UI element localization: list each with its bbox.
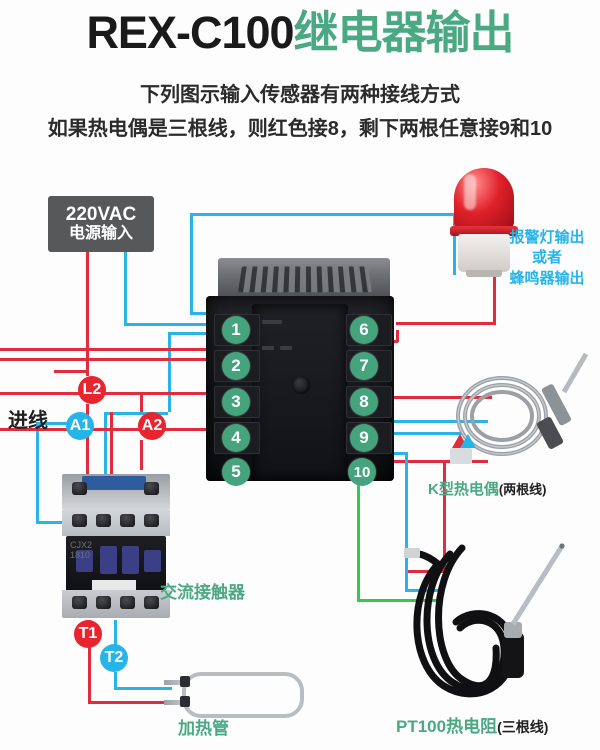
contactor-terminal-5l3[interactable] [120, 514, 135, 527]
contactor-screw-a1 [72, 482, 87, 495]
wire-cyan-beacon-top [190, 213, 456, 216]
heater-cap-bottom [180, 696, 190, 707]
controller-slot-a [262, 320, 282, 324]
node-L2: L2 [78, 376, 106, 404]
rex-c100-controller: 1 2 3 4 5 6 7 8 9 10 [200, 258, 400, 483]
wire-cyan-a1-up [168, 332, 171, 412]
controller-vents [238, 267, 372, 293]
pt100-probe [513, 546, 562, 624]
terminal-9[interactable]: 9 [350, 424, 378, 452]
beacon-highlight [464, 174, 476, 210]
contactor-blue-label [82, 476, 146, 490]
terminal-6[interactable]: 6 [350, 316, 378, 344]
wire-red-t1-down2 [88, 660, 91, 704]
subtitle-line-1: 下列图示输入传感器有两种接线方式 [0, 78, 600, 107]
heater-cap-top [180, 676, 190, 687]
k-thermocouple-label: K型热电偶(两根线) [428, 478, 547, 499]
wire-red-t1-heater [88, 701, 172, 704]
wire-green-t10-down [357, 478, 360, 602]
controller-slot-c [280, 346, 292, 350]
node-T2: T2 [100, 644, 128, 672]
contactor-model-line-1: CJX2 [70, 540, 92, 550]
heater-loop [182, 672, 304, 718]
k-type-thermocouple [446, 352, 594, 482]
terminal-1[interactable]: 1 [222, 316, 250, 344]
wire-cyan-vac-down [124, 252, 127, 326]
pt100-probe-tip [559, 543, 564, 548]
contactor-screw-a2 [144, 482, 159, 495]
contactor-label: 交流接触器 [160, 578, 245, 603]
terminal-4[interactable]: 4 [222, 424, 250, 452]
terminal-5[interactable]: 5 [222, 458, 250, 486]
wire-red-a2-down [140, 392, 143, 412]
heating-element [164, 672, 296, 714]
node-A1: A1 [66, 412, 94, 440]
pt100-name: PT100热电阻 [396, 717, 497, 736]
k-thermocouple-note: (两根线) [499, 482, 547, 497]
terminal-3[interactable]: 3 [222, 388, 250, 416]
contactor-terminal-3l2[interactable] [96, 514, 111, 527]
node-T1: T1 [74, 620, 102, 648]
page-title: REX-C100继电器输出 [0, 10, 600, 55]
controller-slot-b [262, 346, 274, 350]
subtitle-line-2: 如果热电偶是三根线，则红色接8，剩下两根任意接9和10 [0, 112, 600, 141]
pt100-note: (三根线) [497, 719, 548, 735]
power-input-box: 220VAC 电源输入 [48, 196, 154, 252]
contactor-vent-2 [100, 546, 117, 574]
alarm-output-label: 报警灯输出 或者 蜂鸣器输出 [494, 228, 600, 289]
alarm-output-line-1: 报警灯输出 [494, 228, 600, 248]
contactor-vent-3 [122, 546, 139, 574]
pt100-label: PT100热电阻(三根线) [396, 712, 548, 737]
wire-red-t2-left [0, 348, 208, 351]
title-model: REX-C100 [86, 7, 293, 58]
contactor-vent-4 [144, 550, 161, 572]
power-input-label: 电源输入 [69, 225, 133, 243]
pt100-ferrule [504, 622, 522, 638]
pt100-wire-ends [404, 548, 420, 558]
wire-cyan-vac-to-t1 [124, 323, 206, 326]
wire-cyan-beacon-down [190, 213, 193, 315]
contactor-terminal-2t1[interactable] [72, 596, 87, 609]
alarm-output-line-3: 蜂鸣器输出 [494, 269, 600, 289]
beacon-dome [454, 168, 514, 230]
contactor-terminal-1l1[interactable] [72, 514, 87, 527]
terminal-8[interactable]: 8 [350, 388, 378, 416]
node-A2: A2 [138, 412, 166, 440]
title-suffix: 继电器输出 [294, 7, 514, 58]
k-thermocouple-name: K型热电偶 [428, 481, 499, 498]
wire-red-t6-out [396, 322, 496, 325]
power-input-voltage: 220VAC [66, 205, 136, 225]
ktc-lead-tip [450, 448, 472, 464]
terminal-7[interactable]: 7 [350, 352, 378, 380]
ktc-coil-3 [472, 392, 532, 440]
contactor-terminal-32nc[interactable] [144, 596, 159, 609]
heater-label: 加热管 [178, 714, 229, 739]
pt100-handle [502, 632, 524, 678]
wire-cyan-incoming-down [36, 422, 39, 524]
controller-screw [292, 376, 310, 394]
contactor-model-line-2: 1810 [70, 550, 90, 560]
terminal-2[interactable]: 2 [222, 352, 250, 380]
ac-contactor: CJX2 1810 [62, 460, 170, 620]
contactor-terminal-4t2[interactable] [96, 596, 111, 609]
incoming-line-label: 进线 [8, 404, 48, 433]
pt100-rtd-sensor [404, 536, 600, 708]
alarm-output-line-2: 或者 [494, 248, 600, 268]
contactor-terminal-87nc[interactable] [144, 514, 159, 527]
ktc-probe [564, 354, 586, 392]
contactor-terminal-6t3[interactable] [120, 596, 135, 609]
wire-red-vac-branch [54, 370, 88, 373]
wire-red-t2-left-b [0, 358, 208, 361]
terminal-10[interactable]: 10 [348, 458, 376, 486]
